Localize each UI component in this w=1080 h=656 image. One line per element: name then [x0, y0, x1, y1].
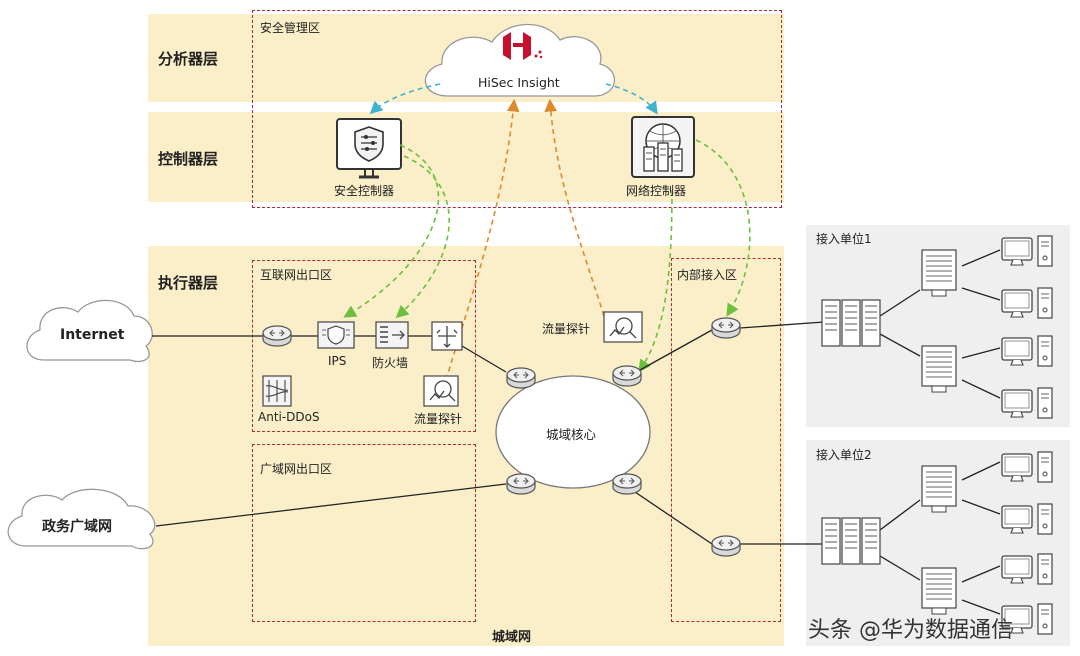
unit1-pc-1-icon	[1001, 235, 1053, 267]
firewall-label: 防火墙	[372, 356, 409, 370]
internet-exit-router-icon	[262, 325, 292, 347]
unit2-server-top-icon	[921, 465, 957, 513]
green-arrow-to-ips	[343, 144, 440, 318]
wan-exit-zone	[252, 444, 476, 622]
green-arrow-to-access-router	[695, 139, 751, 317]
orange-arrow-top-probe	[544, 98, 605, 317]
analyzer-layer-label: 分析器层	[158, 50, 219, 68]
unit1-server-bottom-icon	[921, 345, 957, 393]
controller-layer-label: 控制器层	[158, 150, 219, 168]
security-mgmt-zone	[252, 10, 782, 208]
unit2-core-server-icon	[821, 517, 881, 565]
network-controller-label: 网络控制器	[626, 184, 687, 198]
access-unit-2-label: 接入单位2	[816, 448, 872, 462]
internal-access-zone-label: 内部接入区	[677, 268, 738, 282]
ips-label: IPS	[328, 354, 347, 368]
unit1-pc-3-icon	[1001, 335, 1053, 367]
access-router-2-icon	[711, 535, 741, 557]
metro-core-label: 城域核心	[546, 427, 597, 442]
internet-cloud-label: Internet	[60, 327, 125, 343]
anti-ddos-icon	[262, 375, 292, 407]
access-router-1-icon	[711, 317, 741, 339]
core-router-bottom-right-icon	[612, 473, 642, 495]
gov-wan-cloud-label: 政务广域网	[42, 519, 112, 535]
network-controller-icon	[631, 116, 695, 178]
watermark-text: 头条 @华为数据通信	[808, 618, 1013, 643]
probe-top-label: 流量探针	[542, 322, 591, 336]
executor-layer-label: 执行器层	[158, 274, 219, 292]
unit2-pc-1-icon	[1001, 451, 1053, 483]
probe-left-label: 流量探针	[414, 412, 463, 426]
internet-exit-zone	[252, 260, 476, 432]
cyan-arrow-to-network-controller	[605, 83, 658, 115]
unit1-pc-2-icon	[1001, 287, 1053, 319]
unit1-core-server-icon	[821, 299, 881, 347]
wan-exit-zone-label: 广域网出口区	[260, 462, 333, 476]
unit1-server-top-icon	[921, 249, 957, 297]
security-controller-label: 安全控制器	[334, 184, 395, 198]
orange-arrow-left-probe	[445, 98, 520, 381]
internet-cloud	[26, 299, 153, 363]
core-router-top-left-icon	[506, 367, 536, 389]
unit2-pc-3-icon	[1001, 553, 1053, 585]
security-controller-icon	[336, 118, 402, 179]
metro-core-ring	[495, 375, 651, 489]
switch-icon	[431, 321, 463, 351]
probe-top-icon	[603, 311, 643, 343]
hisec-cloud	[424, 23, 616, 97]
metro-network-label: 城域网	[492, 630, 532, 645]
firewall-icon	[375, 321, 409, 349]
access-unit-1-label: 接入单位1	[816, 232, 872, 246]
probe-left-icon	[423, 375, 459, 407]
core-router-top-right-icon	[612, 365, 642, 387]
green-arrow-to-firewall	[395, 155, 450, 319]
hisec-logo	[503, 32, 543, 60]
internet-exit-zone-label: 互联网出口区	[260, 268, 333, 282]
core-router-bottom-left-icon	[506, 473, 536, 495]
unit1-pc-4-icon	[1001, 387, 1053, 419]
executor-layer-band	[148, 246, 784, 646]
green-arrow-to-core-router	[638, 189, 673, 373]
security-mgmt-zone-label: 安全管理区	[260, 21, 321, 35]
anti-ddos-label: Anti-DDoS	[258, 410, 320, 424]
unit2-server-bottom-icon	[921, 567, 957, 615]
hisec-insight-label: HiSec Insight	[478, 75, 560, 90]
internal-access-zone	[671, 258, 781, 622]
unit2-pc-2-icon	[1001, 503, 1053, 535]
gov-wan-cloud	[7, 488, 156, 550]
ips-icon	[317, 321, 355, 349]
network-links	[152, 249, 1001, 615]
